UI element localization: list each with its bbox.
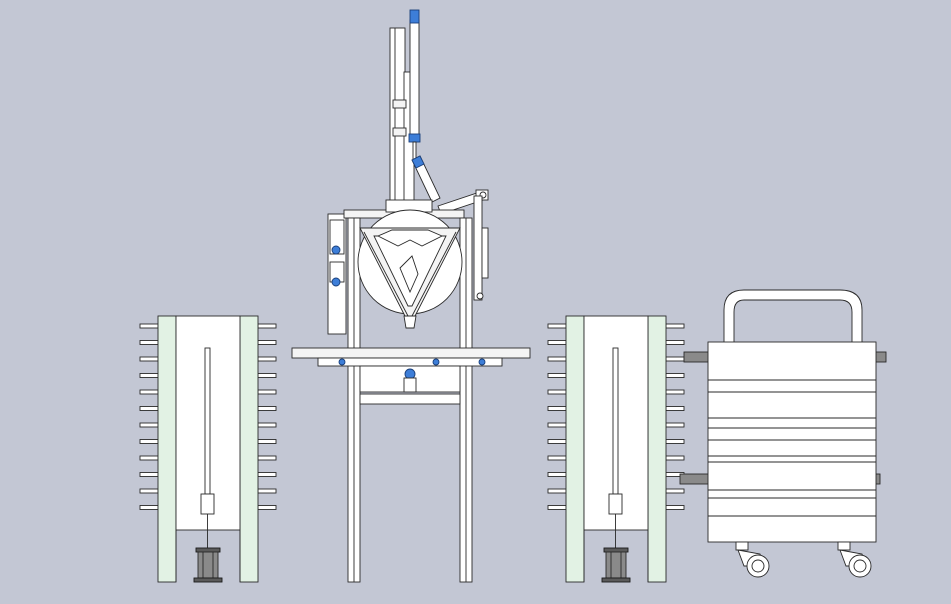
panel-fin [139, 505, 159, 510]
panel-fin [257, 323, 277, 329]
nozzle [403, 315, 417, 329]
panel-fin [547, 340, 567, 345]
right-panel-outer-rail-right [647, 315, 667, 583]
weight-base-icon [601, 547, 631, 583]
panel-fin [139, 340, 159, 345]
panel-fin [547, 356, 567, 362]
panel-fin [257, 488, 277, 494]
main-cylinder-body [409, 19, 420, 139]
table-fastener [478, 358, 486, 366]
panel-fin [547, 406, 567, 411]
center-frame-assembly[interactable] [291, 9, 531, 583]
bracket-sensor [331, 277, 341, 287]
panel-fin [139, 406, 159, 411]
panel-fin [547, 455, 567, 461]
left-side-panel[interactable] [139, 315, 277, 583]
panel-fin [257, 439, 277, 444]
right-panel-rod [612, 347, 619, 495]
panel-fin [139, 422, 159, 428]
panel-fin [139, 488, 159, 494]
guide-tube-left [389, 27, 406, 215]
panel-fin [257, 373, 277, 378]
panel-fin [665, 455, 685, 461]
panel-fin [257, 455, 277, 461]
hopper-edge [411, 231, 457, 317]
work-table-top [291, 347, 531, 359]
cart-ribs [708, 379, 876, 517]
panel-fin [547, 472, 567, 477]
panel-fin [665, 389, 685, 395]
panel-fin [665, 439, 685, 444]
right-panel-outer-rail-left [565, 315, 585, 583]
left-panel-rod-clamp [200, 493, 215, 515]
hopper-edge [363, 231, 409, 317]
panel-fin [257, 389, 277, 395]
guide-clamp [392, 127, 407, 137]
panel-fin [665, 488, 685, 494]
hopper-lid [376, 229, 444, 247]
left-panel-outer-rail-left [157, 315, 177, 583]
panel-fin [547, 439, 567, 444]
lower-crossbar [359, 393, 461, 405]
panel-fin [665, 356, 685, 362]
panel-fin [139, 439, 159, 444]
panel-fin [257, 340, 277, 345]
panel-fin [547, 323, 567, 329]
angled-cylinder [411, 155, 489, 215]
panel-fin [139, 356, 159, 362]
panel-fin [665, 373, 685, 378]
slide-rail-guide [481, 227, 489, 279]
panel-fin [139, 455, 159, 461]
panel-fin [139, 323, 159, 329]
panel-fin [665, 422, 685, 428]
panel-fin [547, 505, 567, 510]
panel-fin [257, 422, 277, 428]
left-panel-outer-rail-right [239, 315, 259, 583]
hopper-blade [399, 255, 419, 294]
right-side-panel[interactable] [547, 315, 685, 583]
trolley-cart[interactable] [679, 289, 887, 578]
main-cylinder-rod [412, 141, 417, 161]
left-panel-rod [204, 347, 211, 495]
work-table-rail [317, 357, 503, 367]
caster-wheel-icon [837, 541, 872, 578]
panel-fin [547, 488, 567, 494]
panel-fin [139, 389, 159, 395]
panel-fin [139, 472, 159, 477]
table-fastener [432, 358, 440, 366]
panel-fin [547, 373, 567, 378]
guide-clamp [392, 99, 407, 109]
panel-fin [257, 505, 277, 510]
table-fastener [338, 358, 346, 366]
weight-base-icon [193, 547, 223, 583]
carriage-block [403, 377, 417, 393]
slide-rail-right [473, 195, 483, 301]
panel-fin [547, 389, 567, 395]
panel-fin [547, 422, 567, 428]
panel-fin [665, 323, 685, 329]
panel-fin [665, 340, 685, 345]
cart-body [707, 341, 877, 543]
panel-fin [257, 406, 277, 411]
caster-wheel-icon [735, 541, 770, 578]
right-panel-rod-clamp [608, 493, 623, 515]
panel-fin [257, 356, 277, 362]
bracket-sensor [331, 245, 341, 255]
panel-fin [257, 472, 277, 477]
panel-fin [665, 406, 685, 411]
carriage-sensor [404, 368, 416, 380]
panel-fin [139, 373, 159, 378]
slide-rail-pin [476, 292, 484, 300]
panel-fin [665, 505, 685, 510]
